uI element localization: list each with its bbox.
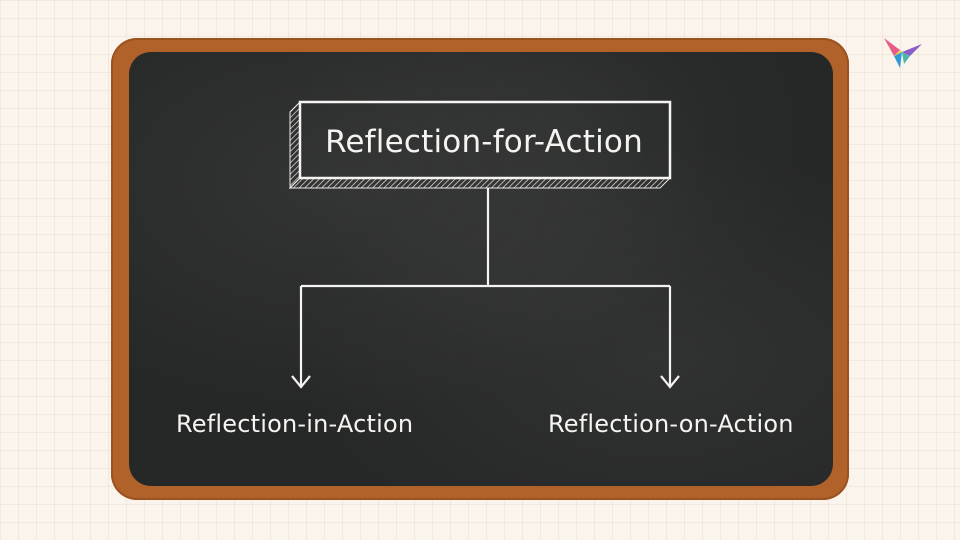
arrowhead-right: [660, 375, 680, 389]
root-node-label: Reflection-for-Action: [325, 124, 643, 160]
root-box: [298, 100, 672, 180]
child-node-label-left: Reflection-in-Action: [176, 410, 414, 438]
butterfly-logo-icon: [884, 38, 922, 68]
child-node-label-right: Reflection-on-Action: [548, 410, 794, 438]
chalkboard: [129, 52, 833, 486]
root-box-side: [289, 100, 301, 190]
arrowhead-left: [291, 375, 311, 389]
